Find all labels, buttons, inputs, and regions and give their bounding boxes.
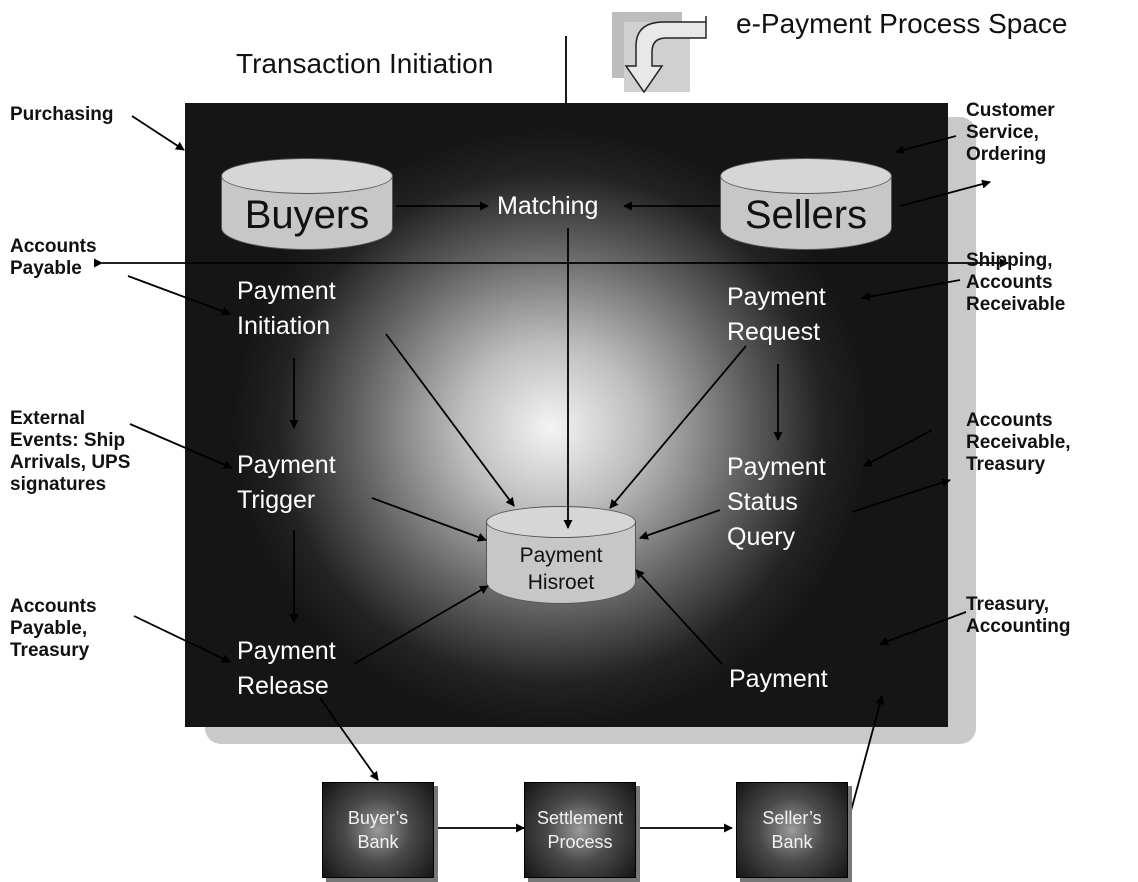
payment-status-query-label: Payment Status Query xyxy=(727,453,826,551)
payment-request-label: Payment Request xyxy=(727,283,826,346)
customer-service-label: Customer Service, Ordering xyxy=(966,100,1055,165)
buyers-database: Buyers xyxy=(221,158,393,250)
buyers-label: Buyers xyxy=(244,193,370,237)
sellers-database: Sellers xyxy=(720,158,892,250)
buyers-bank-box: Buyer’s Bank xyxy=(322,782,434,878)
purchasing-label: Purchasing xyxy=(10,104,114,125)
matching-label: Matching xyxy=(497,192,599,220)
treasury-accounting-label: Treasury, Accounting xyxy=(966,594,1071,637)
accounts-receivable-label: Accounts Receivable, Treasury xyxy=(966,410,1071,475)
sellers-bank-box: Seller’s Bank xyxy=(736,782,848,878)
accounts-payable-treasury-label: Accounts Payable, Treasury xyxy=(10,596,97,661)
payment-label: Payment xyxy=(729,665,828,693)
transaction-initiation-label: Transaction Initiation xyxy=(236,48,494,79)
accounts-payable-label: Accounts Payable xyxy=(10,236,97,279)
payment-history-database: Payment Hisroet xyxy=(486,506,636,604)
payment-release-label: Payment Release xyxy=(237,637,336,700)
curved-arrow-icon xyxy=(612,12,716,98)
sellers-label: Sellers xyxy=(744,193,868,237)
external-events-label: External Events: Ship Arrivals, UPS sign… xyxy=(10,408,131,495)
payment-initiation-label: Payment Initiation xyxy=(237,277,336,340)
payment-trigger-label: Payment Trigger xyxy=(237,451,336,514)
settlement-process-box: Settlement Process xyxy=(524,782,636,878)
shipping-label: Shipping, Accounts Receivable xyxy=(966,250,1066,315)
payment-history-label: Payment Hisroet xyxy=(519,544,603,594)
diagram-title: e-Payment Process Space xyxy=(736,8,1068,39)
